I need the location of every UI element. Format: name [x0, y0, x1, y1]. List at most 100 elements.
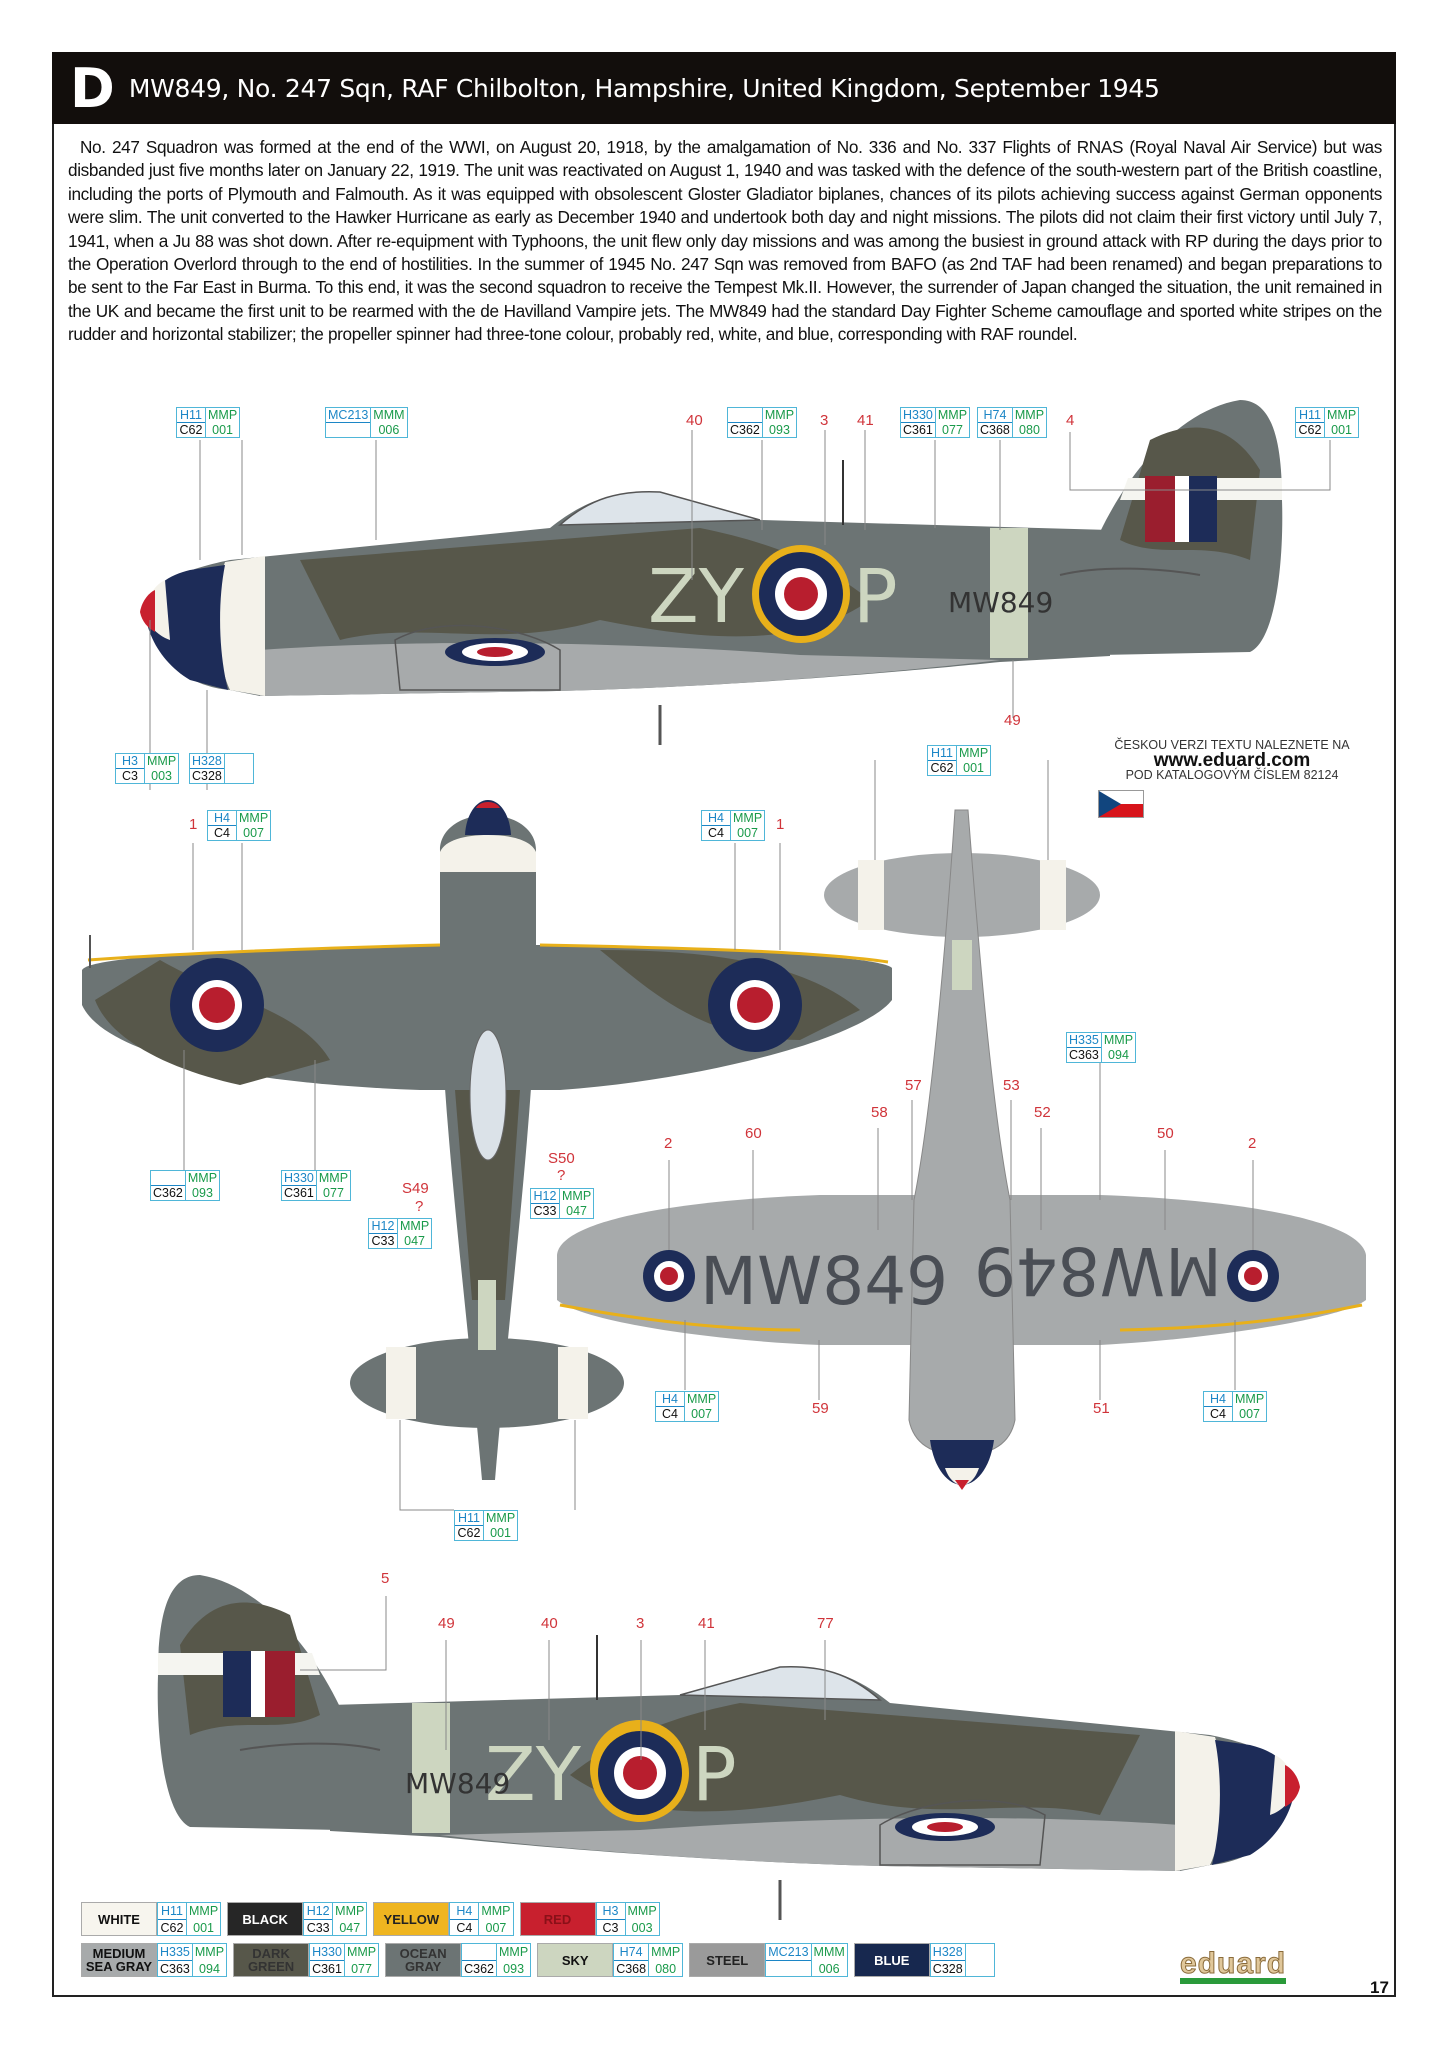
mmp-code: 077 — [315, 1186, 350, 1200]
c-code: C62 — [457, 1526, 481, 1540]
color-swatch: RED — [519, 1902, 596, 1936]
mmp-code: 094 — [1100, 1048, 1135, 1062]
eduard-url[interactable]: www.eduard.com — [1153, 750, 1311, 771]
czech-flag-icon — [1098, 790, 1144, 818]
c-code — [766, 1961, 810, 1977]
c-code: C33 — [371, 1234, 395, 1248]
stencil-number-label: S49 — [402, 1180, 429, 1197]
color-swatch: BLACK — [227, 1902, 304, 1936]
c-code: C4 — [1210, 1407, 1226, 1421]
stencil-number-label: 41 — [698, 1615, 715, 1632]
color-swatch: YELLOW — [373, 1902, 450, 1936]
stencil-number-label: 59 — [812, 1400, 829, 1417]
c-code: C363 — [160, 1962, 190, 1976]
stencil-number-label: 51 — [1093, 1400, 1110, 1417]
mmp-label: MMP — [397, 1219, 431, 1234]
h-code: H11 — [455, 1511, 483, 1526]
mmp-code: 093 — [761, 423, 796, 437]
h-code: H11 — [158, 1903, 186, 1920]
h-code: H330 — [282, 1171, 316, 1186]
stencil-number-label: 2 — [1248, 1135, 1257, 1152]
mmp-label: MMP — [332, 1903, 366, 1920]
h-code: H4 — [702, 811, 730, 826]
h-code: H330 — [901, 408, 935, 423]
h-code: H11 — [177, 408, 205, 423]
czech-note-line2: POD KATALOGOVÝM ČÍSLEM 82124 — [1125, 768, 1339, 782]
mmp-label: MMP — [684, 1392, 718, 1407]
mmp-label: MMM — [810, 1944, 847, 1961]
c-code: C361 — [284, 1186, 314, 1200]
c-code: C62 — [179, 423, 203, 437]
color-swatch: STEEL — [689, 1943, 766, 1977]
mmp-code: 080 — [648, 1961, 682, 1977]
mmp-label: MMP — [236, 811, 270, 826]
h-code: H12 — [304, 1903, 333, 1920]
serial-side-2: MW849 — [405, 1767, 510, 1800]
profile-letter: D — [70, 56, 115, 120]
code-letter-right-2: P — [692, 1732, 737, 1818]
stencil-number-label: 2 — [664, 1135, 673, 1152]
paint-callout: H328 C328 — [189, 753, 254, 784]
history-description: No. 247 Squadron was formed at the end o… — [68, 136, 1382, 347]
mmp-label: MMP — [956, 746, 990, 761]
mmp-code: 093 — [496, 1961, 530, 1977]
mmp-code: 007 — [730, 826, 764, 840]
mmp-label: MMP — [191, 1944, 226, 1961]
mmp-code: 007 — [236, 826, 270, 840]
mmp-code: 047 — [332, 1920, 366, 1936]
mmp-code: 007 — [478, 1920, 512, 1936]
mmp-label: MMP — [496, 1944, 530, 1961]
c-code: C33 — [533, 1204, 557, 1218]
h-code: H11 — [1296, 408, 1324, 423]
mmp-code: 094 — [191, 1961, 226, 1977]
mmp-label — [223, 754, 253, 769]
color-swatch: BLUE — [853, 1943, 930, 1977]
page-number: 17 — [1370, 1978, 1389, 1997]
h-code: H4 — [208, 811, 236, 826]
mmp-code: 007 — [1232, 1407, 1266, 1421]
top-view — [82, 800, 892, 1480]
mmp-label: MMP — [1011, 408, 1046, 423]
mmp-code: 077 — [934, 423, 969, 437]
h-code: H3 — [116, 754, 144, 769]
h-code: H4 — [656, 1392, 684, 1407]
stencil-number-label: 57 — [905, 1077, 922, 1094]
h-code: H12 — [531, 1189, 559, 1204]
mmp-label: MMP — [144, 754, 178, 769]
stencil-number-label: 52 — [1034, 1104, 1051, 1121]
stencil-number-label: 41 — [857, 412, 874, 429]
mmp-label: MMP — [483, 1511, 517, 1526]
mmp-label: MMP — [559, 1189, 593, 1204]
czech-note: ČESKOU VERZI TEXTU NALEZNETE NA www.edua… — [1092, 738, 1372, 783]
mmp-code: 001 — [186, 1920, 220, 1936]
h-code: H328 — [190, 754, 224, 769]
c-code: C362 — [153, 1186, 183, 1200]
code-letters-left-2: ZY — [485, 1732, 582, 1818]
c-code: C362 — [464, 1962, 495, 1976]
c-code: C328 — [932, 1962, 963, 1976]
mmp-code: 047 — [397, 1234, 431, 1248]
stencil-number-label: S50 — [548, 1150, 575, 1167]
mmp-code: 003 — [624, 1920, 659, 1936]
c-code: C328 — [192, 769, 222, 783]
